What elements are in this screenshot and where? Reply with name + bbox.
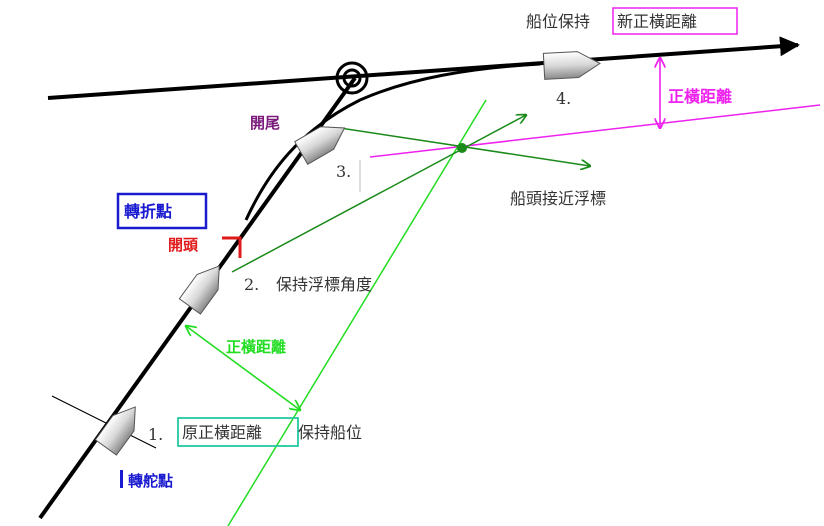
ship-3	[294, 126, 346, 165]
buoy-approach-label: 船頭接近浮標	[510, 189, 606, 208]
ship-2	[178, 265, 220, 315]
stern-open-label: 開尾	[250, 114, 280, 132]
bearing-line-from-ship2	[231, 115, 526, 273]
turn-point-box	[116, 192, 208, 230]
new-abeam-box	[612, 7, 738, 35]
rudder-point-line	[51, 395, 157, 449]
original-abeam-distance-arrow	[186, 326, 300, 410]
turn-point-label: 轉折點	[124, 202, 172, 221]
ship3-number: 3.	[336, 162, 351, 181]
step1-suffix-label: 保持船位	[298, 423, 362, 442]
ship2-number: 2.	[244, 275, 259, 294]
bow-open-label: 開頭	[168, 236, 199, 254]
rudder-point-marker	[120, 470, 123, 488]
buoy-magenta-line	[369, 104, 821, 158]
intersection-circle-inner	[342, 68, 362, 88]
left-distance-label: 正橫距離	[226, 338, 286, 356]
right-distance-label: 正橫距離	[668, 87, 732, 106]
top-label-boxed: 新正橫距離	[617, 12, 697, 31]
buoy	[457, 143, 467, 153]
ship4-number: 4.	[556, 89, 571, 108]
ship-1	[94, 406, 136, 456]
bow-open-bracket	[222, 236, 242, 258]
turning-arc	[244, 62, 541, 221]
green-transit-line	[227, 99, 487, 526]
intersection-circle-outer	[335, 61, 369, 95]
step1-boxed-label: 原正橫距離	[182, 423, 262, 442]
top-label-prefix: 船位保持	[526, 12, 590, 31]
ship-4	[542, 51, 601, 80]
new-course-line	[47, 36, 800, 100]
rudder-point-label: 轉舵點	[128, 472, 173, 490]
ship1-number: 1.	[148, 425, 163, 444]
original-abeam-box	[177, 417, 299, 447]
step2-label: 保持浮標角度	[276, 275, 372, 294]
